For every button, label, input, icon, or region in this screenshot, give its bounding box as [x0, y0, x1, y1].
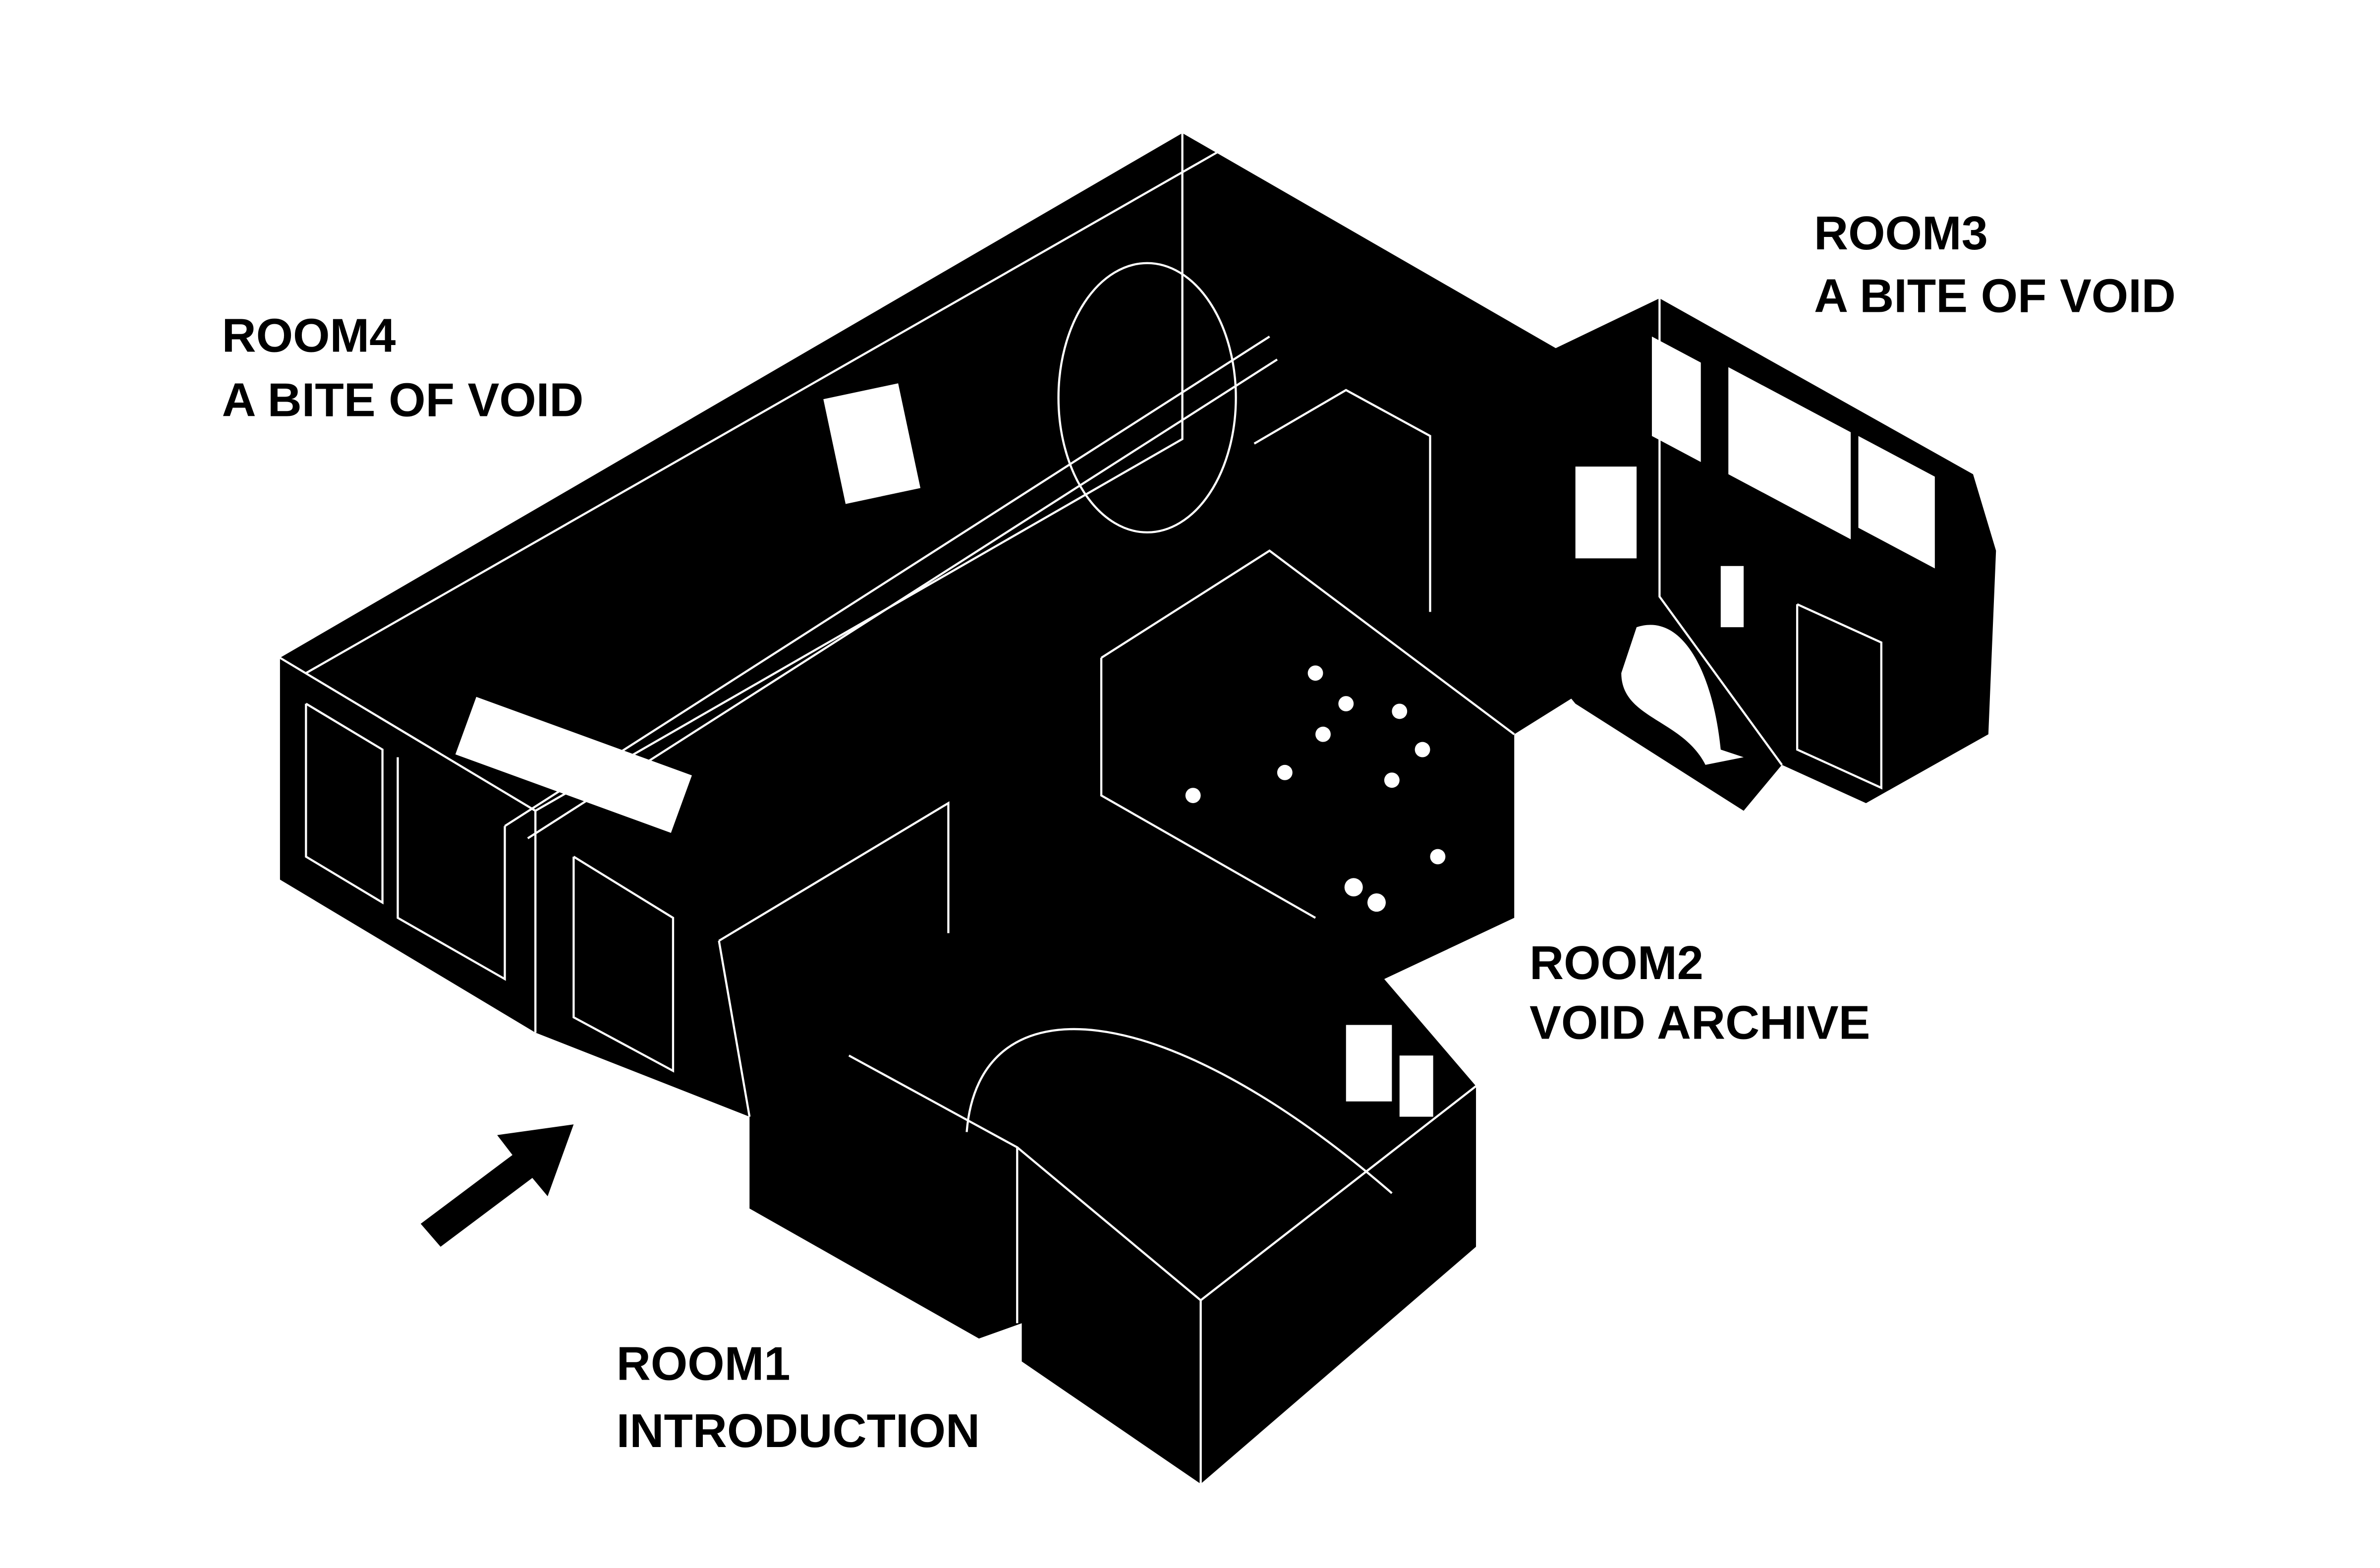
room4-label: ROOM4 A BITE OF VOID	[222, 309, 584, 427]
leg-sculpture-icon	[1621, 625, 1744, 765]
room2-label: ROOM2 VOID ARCHIVE	[1530, 936, 1870, 1049]
room2-name: ROOM2	[1530, 936, 1703, 989]
room3-building	[1468, 298, 1996, 811]
room4-title: A BITE OF VOID	[222, 373, 584, 426]
room1-title: INTRODUCTION	[617, 1404, 980, 1457]
room3-name: ROOM3	[1814, 207, 1988, 260]
main-building	[279, 121, 1576, 1484]
room3-title: A BITE OF VOID	[1814, 270, 2176, 323]
room4-name: ROOM4	[222, 309, 396, 362]
room3-label: ROOM3 A BITE OF VOID	[1814, 207, 2176, 323]
round-window-icon	[1057, 262, 1237, 534]
room1-label: ROOM1 INTRODUCTION	[617, 1337, 980, 1457]
arrow-entrance-icon	[420, 1124, 574, 1247]
tube-sculpture-icon	[965, 1028, 1393, 1194]
room2-title: VOID ARCHIVE	[1530, 996, 1870, 1049]
room1-name: ROOM1	[617, 1337, 791, 1390]
